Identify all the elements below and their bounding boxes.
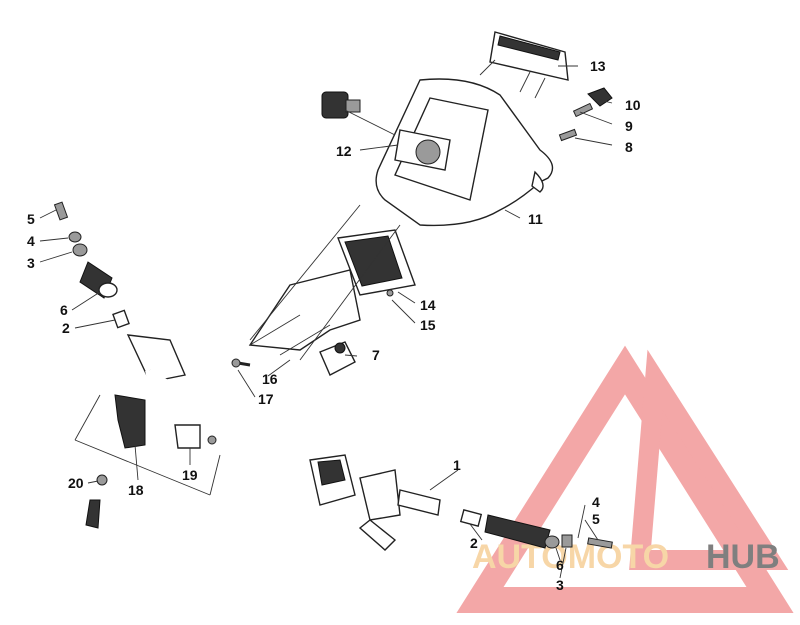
callout-15: 15: [420, 317, 436, 333]
handlebar: [114, 334, 338, 531]
callout-7: 7: [372, 347, 380, 363]
callout-16: 16: [262, 371, 278, 387]
callout-4-right: 4: [592, 494, 600, 510]
callout-18: 18: [128, 482, 144, 498]
callout-6-left: 6: [60, 302, 68, 318]
watermark-text-secondary: HUB: [706, 538, 780, 576]
meter-gauge: [479, 31, 569, 99]
left-grip-parts: [53, 201, 130, 329]
callout-4-left: 4: [27, 233, 35, 249]
power-receptacle: [321, 91, 361, 119]
bracket-19: [174, 424, 217, 449]
leader-lines: [39, 65, 613, 579]
callout-5-right: 5: [592, 511, 600, 527]
callout-3-right: 3: [556, 577, 564, 593]
callout-2-right: 2: [470, 535, 478, 551]
callout-13: 13: [590, 58, 606, 74]
callout-11: 11: [528, 211, 543, 227]
callout-1: 1: [453, 457, 461, 473]
pod-bracket: [248, 229, 416, 356]
right-controls: [309, 454, 613, 551]
callout-labels: 13 10 9 8 11 12 14 15 7 16 17 5 4 3 6 2 …: [27, 58, 641, 593]
instrument-pod: [375, 78, 554, 227]
watermark-logo: AUTOMOTO HUB: [456, 345, 794, 613]
callout-5-left: 5: [27, 211, 35, 227]
callout-2-left: 2: [62, 320, 70, 336]
cap-20: [85, 474, 108, 529]
callout-10: 10: [625, 97, 641, 113]
screw-17: [231, 358, 251, 368]
callout-17: 17: [258, 391, 274, 407]
callout-6-right: 6: [556, 557, 564, 573]
watermark-triangle-inner: [629, 349, 789, 570]
callout-19: 19: [182, 467, 198, 483]
callout-9: 9: [625, 118, 633, 134]
callout-8: 8: [625, 139, 633, 155]
callout-3-left: 3: [27, 255, 35, 271]
switch-assembly: [319, 341, 356, 376]
callout-14: 14: [420, 297, 436, 313]
callout-20: 20: [68, 475, 84, 491]
watermark-triangle-outer: [456, 345, 794, 613]
callout-12: 12: [336, 143, 352, 159]
